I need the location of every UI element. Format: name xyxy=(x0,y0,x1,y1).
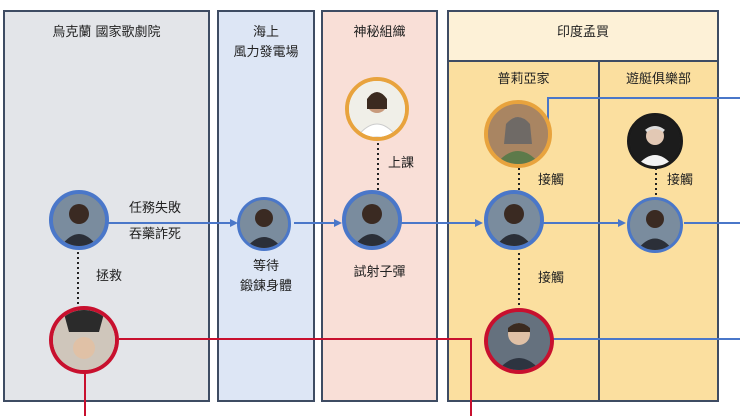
label-contact-crosby: 接觸 xyxy=(667,173,694,188)
protagonist-icon xyxy=(627,197,683,253)
arrowhead-2 xyxy=(334,219,342,227)
protagonist-icon xyxy=(342,190,402,250)
panel-title-secret-org: 神秘組織 xyxy=(353,25,406,40)
label-contact-priya: 接觸 xyxy=(538,173,565,188)
panel-title-yacht-club: 遊艇俱樂部 xyxy=(625,72,691,87)
neil-icon xyxy=(49,306,119,374)
label-test-bullets: 試射子彈 xyxy=(353,265,406,280)
arrowhead-1 xyxy=(230,219,238,227)
panel-title-wind-farm-line2: 風力發電場 xyxy=(233,45,299,60)
priya-icon xyxy=(484,100,552,168)
crosby-icon xyxy=(627,113,683,169)
label-contact-neil: 接觸 xyxy=(538,271,565,286)
panel-title-india: 印度孟買 xyxy=(556,25,609,40)
label-lesson: 上課 xyxy=(388,156,415,171)
label-fake-death: 吞藥詐死 xyxy=(129,227,182,242)
red-path-line xyxy=(119,338,472,416)
panel-india-mumbai: 印度孟買 xyxy=(447,10,719,62)
label-rescue: 拯救 xyxy=(96,269,123,284)
protagonist-icon xyxy=(49,190,109,250)
arrowhead-3 xyxy=(475,219,483,227)
arrowhead-4 xyxy=(618,219,626,227)
protagonist-icon xyxy=(484,190,544,250)
panel-title-priya-house: 普莉亞家 xyxy=(497,72,550,87)
neil-icon xyxy=(484,308,554,374)
protagonist-icon xyxy=(237,197,291,251)
priya-link-line xyxy=(547,97,740,122)
label-waiting-line1: 等待 xyxy=(252,259,279,274)
label-mission-failed: 任務失敗 xyxy=(129,201,182,216)
panel-wind-farm: 海上 風力發電場 xyxy=(217,10,315,402)
laura-icon xyxy=(345,77,409,141)
panel-title-ukraine: 烏克蘭 國家歌劇院 xyxy=(52,25,161,40)
panel-title-wind-farm-line1: 海上 xyxy=(252,25,279,40)
label-waiting-line2: 鍛鍊身體 xyxy=(239,279,292,294)
